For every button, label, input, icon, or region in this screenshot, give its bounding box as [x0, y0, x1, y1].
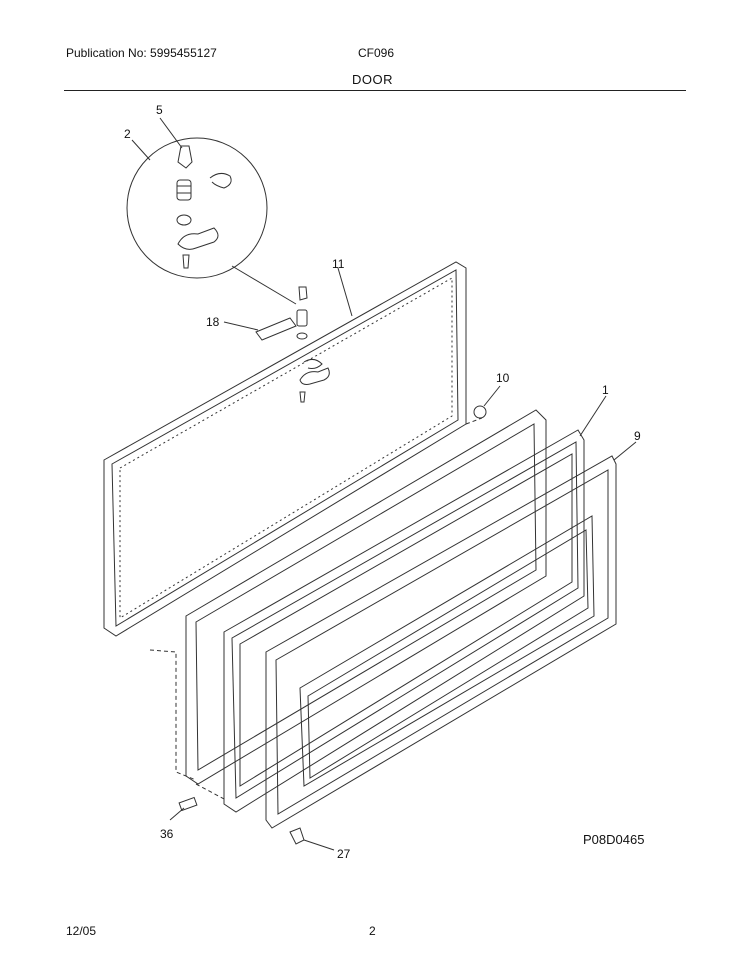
page-number: 2	[369, 924, 376, 938]
gasket-frame	[223, 429, 585, 813]
callout-10: 10	[496, 371, 510, 385]
drawing-code: P08D0465	[583, 832, 645, 847]
callout-1: 1	[602, 383, 609, 397]
section-title: DOOR	[352, 72, 393, 87]
hinge-cover	[255, 317, 297, 341]
callout-5: 5	[156, 103, 163, 117]
screw	[289, 827, 305, 845]
callout-9: 9	[634, 429, 641, 443]
callout-18: 18	[206, 315, 220, 329]
model-number: CF096	[358, 46, 395, 60]
outer-door-panel	[103, 261, 467, 637]
bracket-part	[178, 796, 198, 812]
hinge-assembly	[296, 286, 330, 403]
callout-27: 27	[337, 847, 351, 861]
plug	[473, 405, 487, 419]
footer-date: 12/05	[66, 924, 97, 938]
callout-2: 2	[124, 127, 131, 141]
callout-11: 11	[332, 257, 345, 271]
callout-36: 36	[160, 827, 174, 841]
publication-number: Publication No: 5995455127	[66, 46, 217, 60]
hinge-detail-circle	[126, 137, 268, 279]
inner-liner-panel	[265, 455, 617, 829]
header-rule	[64, 90, 686, 91]
